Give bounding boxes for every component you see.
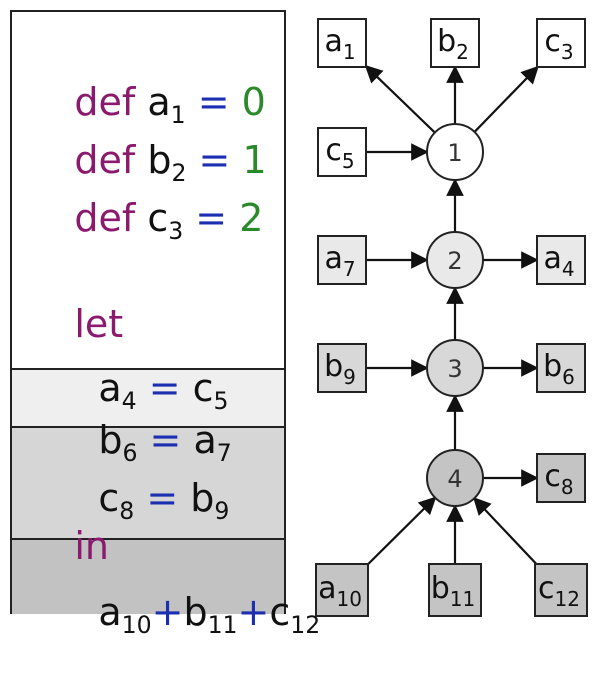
- identifier-a4: a4: [98, 366, 137, 416]
- graph-box-b11: [428, 563, 482, 617]
- binding-a4-c5: a4 = c5: [50, 328, 229, 448]
- graph-box-label-b6: b6: [543, 349, 575, 389]
- graph-box-label-a4: a4: [543, 241, 574, 281]
- code-line-def-b2: def b2 = 1: [26, 100, 267, 220]
- identifier-a7: a7: [193, 418, 232, 468]
- edge-n1-to-a1: [364, 64, 436, 134]
- equals-op: =: [149, 418, 182, 462]
- identifier-b6: b6: [98, 418, 138, 468]
- identifier-c8: c8: [98, 476, 135, 526]
- equals-op: =: [195, 196, 228, 240]
- band-c8-in: [12, 426, 284, 538]
- identifier-b9: b9: [190, 476, 230, 526]
- graph-box-label-b2: b2: [437, 24, 469, 64]
- body-expression: a10+b11+c12: [50, 552, 320, 672]
- identifier-a1: a1: [147, 80, 186, 130]
- graph-box-b6: [536, 343, 586, 393]
- graph-box-label-c3: c3: [544, 24, 573, 64]
- graph-node-1: [426, 123, 484, 181]
- keyword-let: let: [26, 264, 123, 384]
- graph-box-label-c5: c5: [325, 133, 354, 173]
- band-body: [12, 538, 284, 614]
- graph-box-label-b11: b11: [431, 571, 476, 611]
- graph-box-a7: [317, 235, 367, 285]
- keyword-def: def: [74, 196, 136, 240]
- graph-box-label-a1: a1: [324, 24, 355, 64]
- graph-box-c12: [534, 563, 588, 617]
- identifier-b2: b2: [147, 138, 187, 188]
- edges-layer: [364, 64, 539, 566]
- number-0: 0: [241, 80, 266, 124]
- graph-box-label-a7: a7: [324, 241, 355, 281]
- graph-box-b2: [430, 18, 480, 68]
- plus-op: +: [237, 590, 270, 634]
- equals-op: =: [198, 138, 231, 182]
- graph-box-c8: [536, 453, 586, 503]
- graph-node-4: [426, 449, 484, 507]
- identifier-c5: c5: [192, 366, 229, 416]
- graph-box-a10: [315, 563, 369, 617]
- nodes-layer: 1 2 3 4 a1 b2 c3 c5 a7 a4 b9 b6 c8 a10 b11 c12: [315, 18, 588, 617]
- graph-node-label-2: 2: [447, 247, 462, 275]
- identifier-c3: c3: [147, 196, 184, 246]
- binding-c8-b9: c8 = b9: [50, 438, 229, 558]
- graph-box-b9: [317, 343, 367, 393]
- graph-node-2: [426, 231, 484, 289]
- number-1: 1: [242, 138, 267, 182]
- code-panel: def a1 = 0 def b2 = 1 def c3 = 2 let a4 …: [10, 10, 320, 637]
- code-line-def-a1: def a1 = 0: [26, 42, 266, 162]
- graph-node-label-1: 1: [447, 139, 462, 167]
- dependency-graph: 1 2 3 4 a1 b2 c3 c5 a7 a4 b9 b6 c8 a10 b11 c12: [315, 18, 588, 617]
- keyword-in: in: [26, 486, 109, 606]
- graph-box-label-b9: b9: [324, 349, 356, 389]
- graph-box-label-a10: a10: [318, 571, 362, 611]
- graph-node-label-4: 4: [447, 465, 462, 493]
- edge-a10-to-n4: [367, 496, 437, 566]
- graph-box-a4: [536, 235, 586, 285]
- edge-c12-to-n4: [473, 497, 538, 565]
- number-2: 2: [239, 196, 264, 240]
- let-keyword-text: let: [74, 302, 124, 346]
- edge-n1-to-c3: [473, 65, 539, 133]
- keyword-def: def: [74, 80, 136, 124]
- equals-op: =: [146, 476, 179, 520]
- code-line-def-c3: def c3 = 2: [26, 158, 263, 278]
- identifier-b11: b11: [183, 590, 238, 640]
- identifier-a10: a10: [98, 590, 152, 640]
- equals-op: =: [197, 80, 230, 124]
- graph-box-c5: [317, 127, 367, 177]
- graph-box-label-c12: c12: [538, 571, 580, 611]
- graph-box-c3: [536, 18, 586, 68]
- band-b6: [12, 368, 284, 426]
- in-keyword-text: in: [74, 524, 109, 568]
- graph-box-label-c8: c8: [544, 459, 573, 499]
- plus-op: +: [151, 590, 184, 634]
- graph-node-3: [426, 339, 484, 397]
- graph-box-a1: [317, 18, 367, 68]
- graph-node-label-3: 3: [447, 355, 462, 383]
- equals-op: =: [148, 366, 181, 410]
- binding-b6-a7: b6 = a7: [50, 380, 232, 500]
- keyword-def: def: [74, 138, 136, 182]
